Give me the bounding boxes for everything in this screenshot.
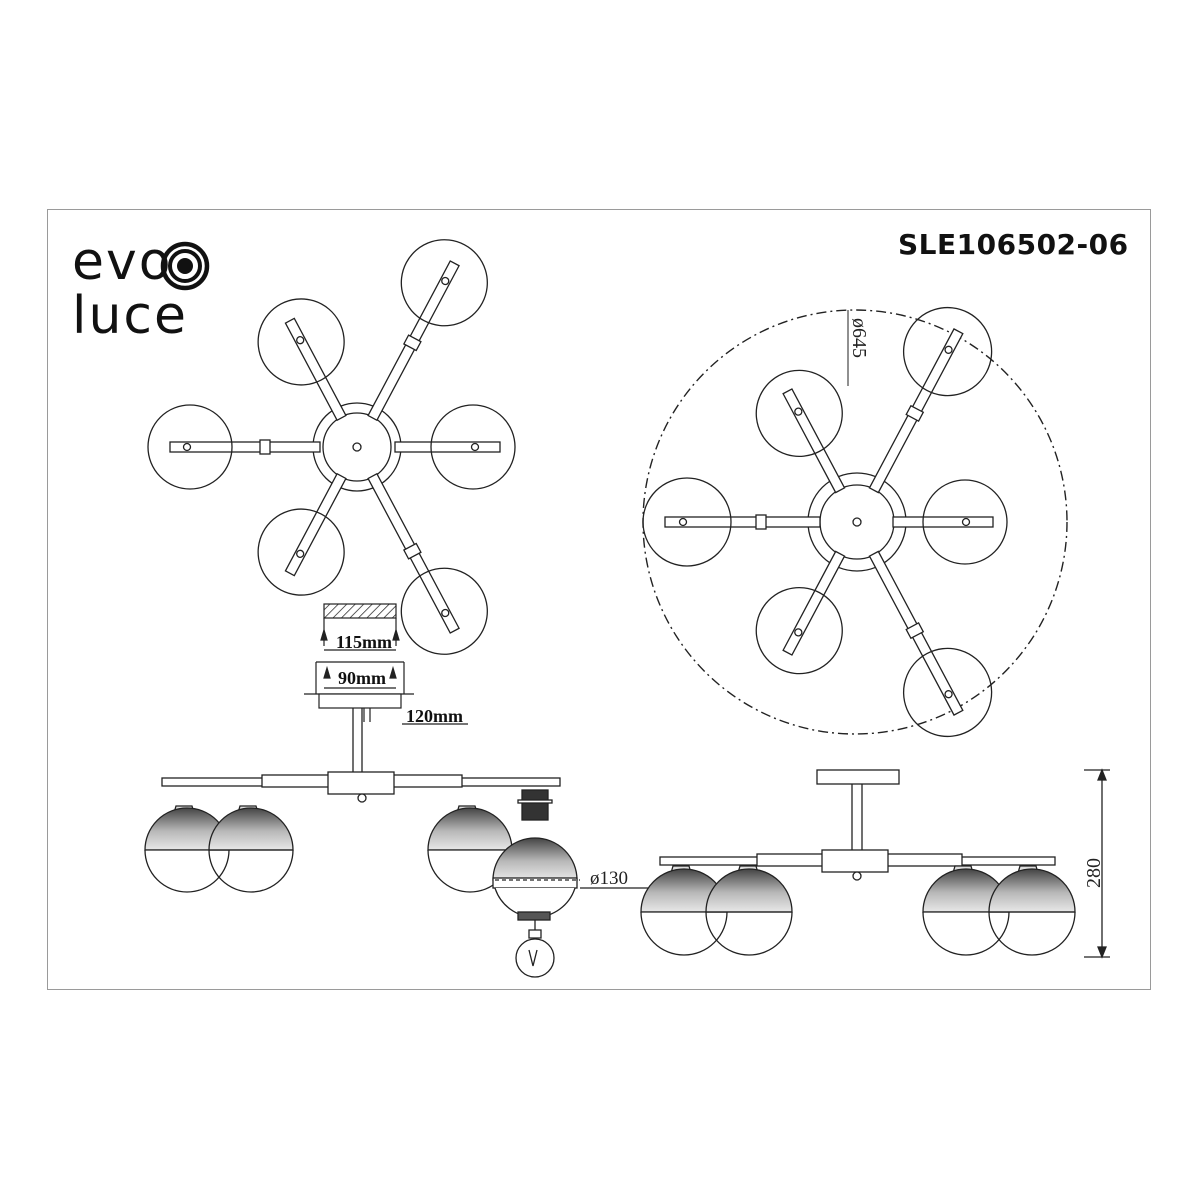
arm-r-north-west bbox=[755, 369, 846, 494]
label-rod-length: 120mm bbox=[406, 706, 463, 726]
brand-word-bottom: luce bbox=[72, 286, 188, 346]
shade-right-1 bbox=[640, 865, 728, 956]
shade-left-3 bbox=[427, 805, 513, 893]
top-view-left bbox=[147, 239, 516, 655]
exploded-shade bbox=[492, 789, 578, 978]
arm-r-north-east bbox=[868, 306, 993, 494]
side-view-left bbox=[144, 708, 660, 978]
arm-r-south-west bbox=[755, 550, 846, 675]
arm-north-west bbox=[257, 298, 347, 422]
label-canopy-inner: 90mm bbox=[338, 668, 386, 688]
label-overall-diameter: ø645 bbox=[848, 318, 870, 358]
arm-r-west bbox=[642, 477, 821, 567]
shade-left-1 bbox=[144, 805, 230, 893]
label-canopy-outer: 115mm bbox=[336, 632, 392, 652]
brand-word-top: evo bbox=[72, 232, 173, 292]
label-shade-diameter: ø130 bbox=[590, 868, 628, 889]
arm-south-east bbox=[367, 472, 488, 655]
arm-west bbox=[147, 404, 321, 490]
top-view-right bbox=[642, 306, 1068, 738]
logo-ring-icon bbox=[160, 241, 210, 291]
canopy-detail bbox=[304, 603, 468, 725]
brand-logo-mark bbox=[159, 240, 211, 296]
side-view-right bbox=[640, 768, 1110, 959]
drawing-frame bbox=[47, 209, 1151, 990]
shade-right-2 bbox=[705, 865, 793, 956]
arm-north-east bbox=[367, 239, 488, 422]
arm-south-west bbox=[257, 472, 347, 596]
arm-r-south-east bbox=[868, 550, 993, 738]
brand-logo-top: evo bbox=[72, 236, 173, 288]
arm-r-east bbox=[892, 479, 1008, 565]
label-height: 280 bbox=[1083, 858, 1105, 888]
model-number: SLE106502-06 bbox=[898, 228, 1129, 261]
shade-left-2 bbox=[208, 805, 294, 893]
brand-logo-bottom: luce bbox=[72, 290, 188, 342]
shade-right-3 bbox=[922, 865, 1010, 956]
arm-east bbox=[394, 404, 516, 490]
shade-right-4 bbox=[988, 865, 1076, 956]
